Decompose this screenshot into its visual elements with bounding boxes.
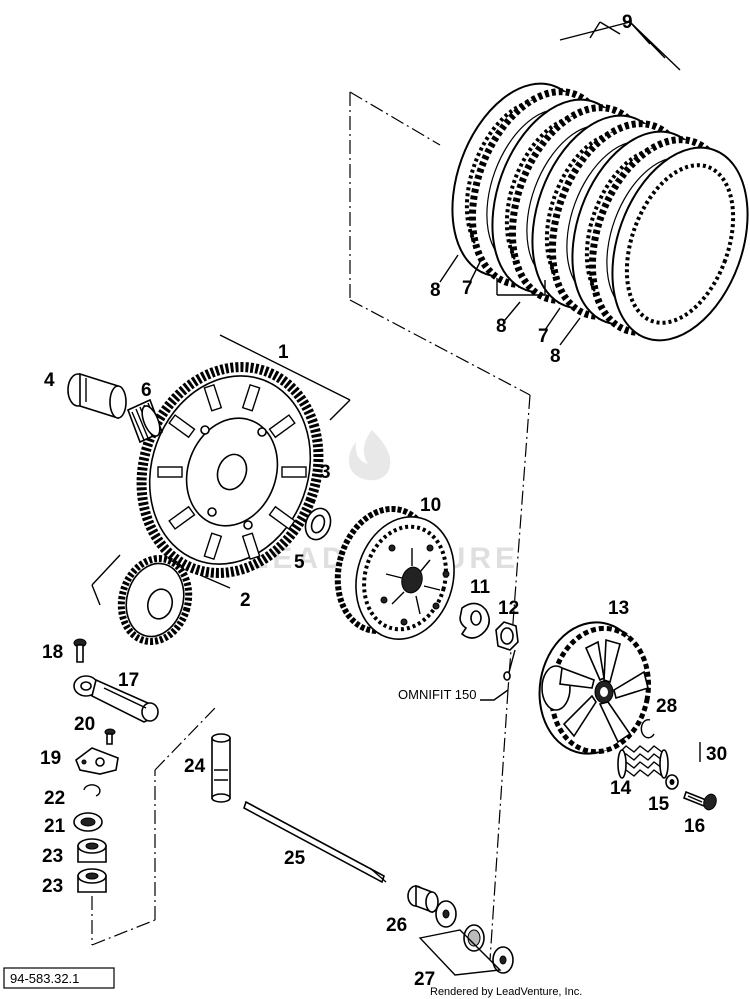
reference-code-box: 94-583.32.1: [3, 967, 115, 989]
basket-slot: [203, 532, 223, 561]
lever-part-17: [73, 675, 159, 723]
basket-slot: [157, 466, 183, 478]
bearing-part-23-upper: [77, 838, 107, 863]
label-3: 3: [320, 462, 331, 483]
plate-part-19: [75, 747, 119, 775]
label-21: 21: [44, 816, 66, 837]
label-23-lower: 23: [42, 876, 63, 897]
label-13: 13: [608, 598, 629, 619]
label-7-right: 7: [538, 326, 549, 347]
thrust-bearing-part-27: [418, 900, 514, 976]
label-26: 26: [386, 915, 407, 936]
screw-part-18: [73, 638, 87, 663]
seal-part-21: [73, 812, 103, 832]
reference-code: 94-583.32.1: [10, 971, 79, 986]
basket-slot: [203, 383, 223, 412]
label-19: 19: [40, 748, 61, 769]
basket-slot: [241, 383, 261, 412]
basket-slot: [268, 505, 296, 530]
omnifit-callout: OMNIFIT 150: [398, 687, 477, 702]
pressure-plate-part-13: [538, 621, 651, 755]
pressure-piece-part-26: [407, 884, 439, 914]
clutch-plate: [611, 146, 749, 342]
label-5: 5: [294, 552, 305, 573]
label-20: 20: [74, 714, 95, 735]
sleeve-part-24: [211, 733, 231, 803]
lock-washer-part-11: [459, 602, 490, 639]
label-1: 1: [278, 342, 289, 363]
label-7-left: 7: [462, 278, 473, 299]
basket-slot: [268, 414, 296, 439]
bolt-part-16: [683, 790, 717, 811]
label-24: 24: [184, 756, 206, 777]
label-6: 6: [141, 380, 152, 401]
label-28: 28: [656, 696, 677, 717]
label-10: 10: [420, 495, 441, 516]
label-27: 27: [414, 969, 435, 990]
basket-slot: [281, 466, 307, 478]
label-30: 30: [706, 744, 727, 765]
clutch-plate-stack: [349, 21, 749, 396]
screw-part-20: [104, 728, 116, 745]
gear-part-2: [117, 555, 231, 645]
basket-slot: [168, 414, 196, 439]
basket-slot: [241, 532, 261, 561]
label-12: 12: [498, 598, 519, 619]
label-9: 9: [622, 12, 633, 33]
spring-part-14: [617, 745, 669, 779]
part-labels: 9 8 7 8 7 8 1 4 6 3 10 5 2 11 12 13 18 1…: [40, 12, 727, 990]
label-25: 25: [284, 848, 306, 869]
clutch-basket: [91, 334, 351, 606]
label-8-left: 8: [430, 280, 441, 301]
washer-part-5: [304, 507, 332, 541]
nut-part-12: [495, 621, 519, 681]
bushing-part-4: [67, 372, 127, 420]
label-8-right: 8: [550, 346, 561, 367]
render-credit: Rendered by LeadVenture, Inc.: [430, 986, 582, 998]
circlip-part-22: [83, 784, 101, 797]
basket-slot: [168, 505, 196, 530]
label-2: 2: [240, 590, 251, 611]
label-11: 11: [470, 577, 491, 598]
label-23-upper: 23: [42, 846, 63, 867]
label-22: 22: [44, 788, 65, 809]
label-18: 18: [42, 642, 63, 663]
label-16: 16: [684, 816, 705, 837]
bearing-part-23-lower: [77, 868, 107, 893]
label-14: 14: [610, 778, 632, 799]
inner-hub-part-10: [334, 505, 455, 640]
needle-bearing-part-6: [126, 398, 164, 444]
label-15: 15: [648, 794, 670, 815]
label-17: 17: [118, 670, 139, 691]
circlip-part-28: [640, 719, 655, 739]
pushrod-part-25: [243, 800, 387, 884]
label-8-middle: 8: [496, 316, 507, 337]
label-4: 4: [44, 370, 55, 391]
